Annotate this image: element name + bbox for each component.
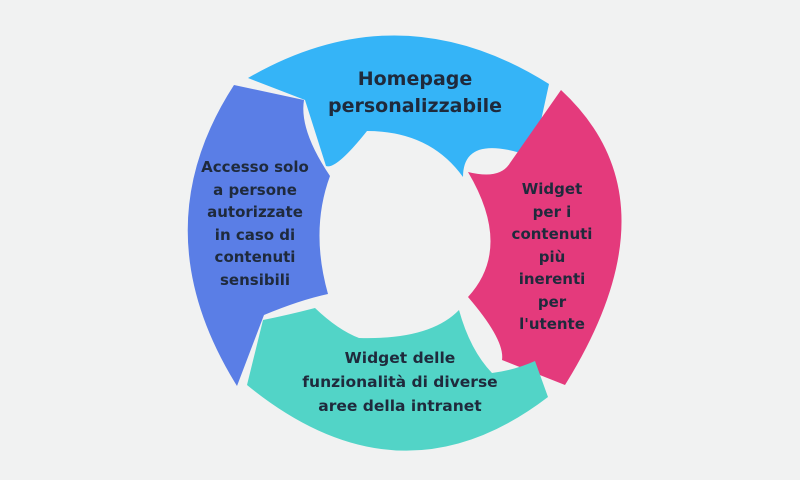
center-circle	[320, 160, 480, 320]
segment-left-accesso	[187, 85, 330, 386]
segment-right-widget-contenuti	[468, 90, 622, 385]
label-widget-funzionalita: Widget delle funzionalità di diverse are…	[302, 349, 498, 415]
label-widget-contenuti-utente: Widget per i contenuti più inerenti per …	[511, 180, 593, 333]
segment-top-homepage	[248, 35, 549, 178]
label-homepage-personalizzabile: Homepage personalizzabile	[327, 68, 503, 117]
label-accesso-autorizzato: Accesso solo a persone autorizzate in ca…	[201, 158, 309, 289]
segment-bottom-widget-funzionalita	[247, 308, 548, 451]
